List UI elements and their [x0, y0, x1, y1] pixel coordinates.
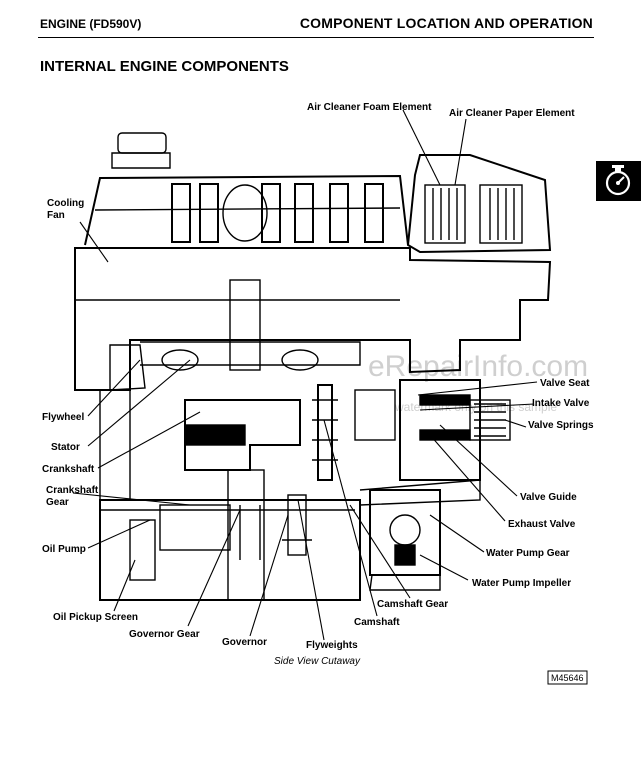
label-stator: Stator: [51, 442, 80, 453]
section-title: INTERNAL ENGINE COMPONENTS: [40, 58, 289, 75]
section-tab: [596, 161, 641, 201]
label-oil-pickup-screen: Oil Pickup Screen: [53, 612, 138, 623]
radiator-cap: [117, 132, 167, 154]
figure-ref-code: M45646: [551, 673, 584, 683]
label-fan: Fan: [47, 210, 65, 221]
label-camshaft-gear: Camshaft Gear: [377, 599, 448, 610]
label-valve-seat: Valve Seat: [540, 378, 590, 389]
header-engine-model: ENGINE (FD590V): [40, 17, 142, 31]
figure-caption: Side View Cutaway: [274, 656, 361, 667]
label-water-pump-gear: Water Pump Gear: [486, 548, 570, 559]
header-section-name: COMPONENT LOCATION AND OPERATION: [299, 15, 593, 31]
watermark: eRepairInfo.com: [368, 350, 588, 383]
label-valve-guide: Valve Guide: [520, 492, 577, 503]
engine-drawing: [74, 132, 552, 601]
figure-ref-box: [547, 670, 588, 685]
label-exhaust-valve: Exhaust Valve: [508, 519, 576, 530]
label-water-pump-impeller: Water Pump Impeller: [472, 578, 571, 589]
label-crankshaft-gear-line1: Crankshaft: [46, 485, 99, 496]
label-air-cleaner-paper: Air Cleaner Paper Element: [449, 108, 575, 119]
engine-oil-can-icon: [605, 165, 631, 196]
label-governor: Governor: [222, 637, 267, 648]
label-crankshaft-gear-line2: Gear: [46, 497, 69, 508]
label-flywheel: Flywheel: [42, 412, 84, 423]
leader-lines: [72, 109, 538, 641]
label-camshaft: Camshaft: [354, 617, 400, 628]
label-crankshaft: Crankshaft: [42, 464, 95, 475]
label-air-cleaner-foam: Air Cleaner Foam Element: [307, 102, 432, 113]
header-divider: [38, 37, 594, 38]
label-valve-springs: Valve Springs: [528, 420, 594, 431]
label-intake-valve: Intake Valve: [532, 398, 590, 409]
label-cooling: Cooling: [47, 198, 84, 209]
label-oil-pump: Oil Pump: [42, 544, 86, 555]
label-flyweights: Flyweights: [306, 640, 358, 651]
label-governor-gear: Governor Gear: [129, 629, 200, 640]
